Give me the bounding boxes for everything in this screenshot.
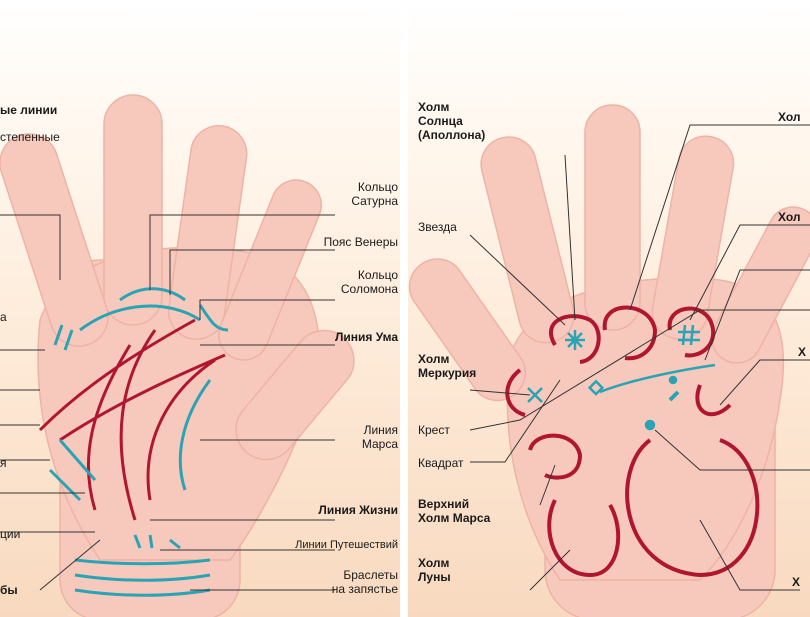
label-cut-bottom: Х: [792, 575, 800, 589]
label-star: Звезда: [418, 220, 457, 234]
star-symbol: [565, 330, 585, 350]
label-mars-line: Линия Марса: [300, 423, 398, 451]
label-travel-lines: Линии Путешествий: [250, 538, 398, 552]
label-cut-tsii: ции: [0, 527, 20, 541]
label-square: Квадрат: [418, 456, 464, 470]
label-cut-a: а: [0, 310, 7, 324]
label-mount-moon: Холм Луны: [418, 556, 451, 584]
label-ring-solomon: Кольцо Соломона: [300, 268, 398, 296]
label-main-lines: ые линии: [0, 103, 57, 117]
label-girdle-venus: Пояс Венеры: [280, 235, 398, 249]
label-mount-sun: Холм Солнца (Аполлона): [418, 100, 485, 142]
label-mount-mercury: Холм Меркурия: [418, 352, 476, 380]
label-head-line: Линия Ума: [300, 330, 398, 344]
panel-divider: [400, 0, 408, 617]
label-bracelets: Браслеты на запястье: [300, 568, 398, 596]
label-life-line: Линия Жизни: [280, 503, 398, 517]
label-cross: Крест: [418, 423, 450, 437]
label-ring-saturn: Кольцо Сатурна: [300, 180, 398, 208]
label-cut-top: Хол: [778, 110, 801, 124]
label-cut-mid: Хол: [778, 210, 801, 224]
label-cut-by: бы: [0, 583, 18, 597]
label-cut-x: Х: [798, 345, 806, 359]
label-upper-mars: Верхний Холм Марса: [418, 497, 490, 525]
label-cut-ya: я: [0, 456, 7, 470]
label-secondary-lines: степенные: [0, 130, 60, 144]
